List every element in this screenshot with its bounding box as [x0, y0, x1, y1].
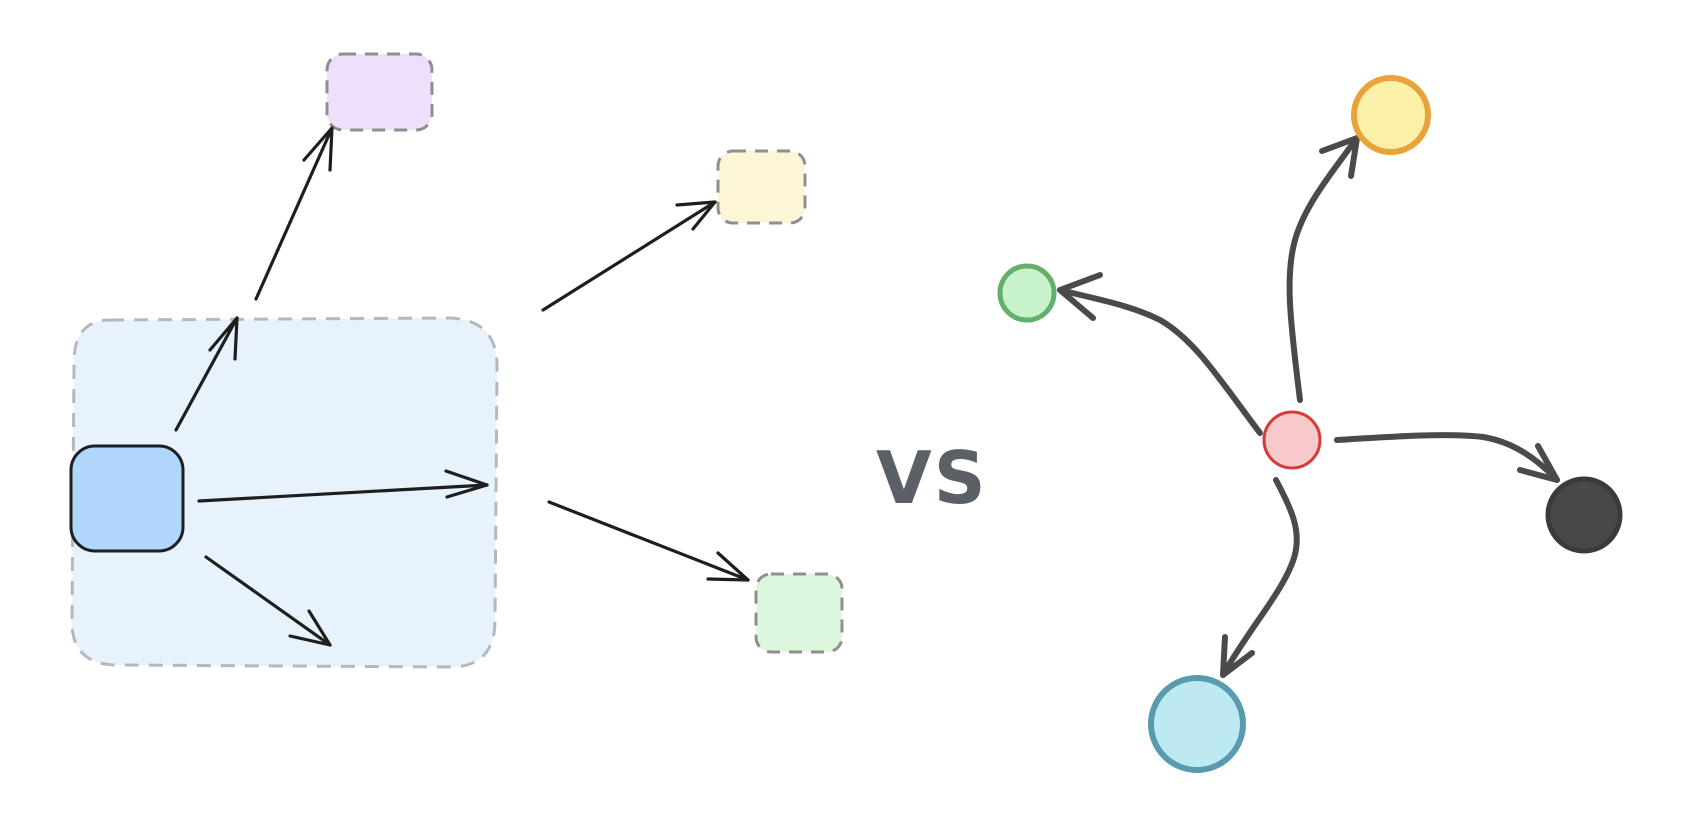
dark-node[interactable]	[1545, 476, 1623, 554]
arrow-source-to-container-bottom	[204, 555, 332, 647]
arrow-source-to-container-right	[197, 469, 489, 503]
arrow-container-to-purple	[254, 126, 334, 301]
arrow-hub-to-gold	[1286, 135, 1360, 403]
vs-label: VS	[876, 436, 988, 520]
mint-node[interactable]	[997, 263, 1057, 323]
container-box[interactable]	[70, 316, 499, 669]
arrow-container-to-green	[547, 500, 750, 582]
arrow-hub-to-mint	[1057, 272, 1263, 436]
yellow-node[interactable]	[716, 149, 807, 225]
green-node[interactable]	[754, 572, 844, 654]
arrow-container-to-yellow	[541, 200, 717, 312]
arrow-hub-to-dark	[1334, 432, 1560, 483]
arrow-hub-to-teal	[1220, 477, 1300, 678]
arrow-source-to-container-top	[174, 316, 239, 432]
left-diagram	[69, 52, 844, 669]
right-diagram	[997, 75, 1623, 773]
gold-node[interactable]	[1351, 75, 1431, 155]
purple-node[interactable]	[325, 52, 434, 132]
source-node[interactable]	[69, 444, 185, 553]
hub-node[interactable]	[1262, 410, 1322, 470]
teal-node[interactable]	[1148, 675, 1246, 773]
